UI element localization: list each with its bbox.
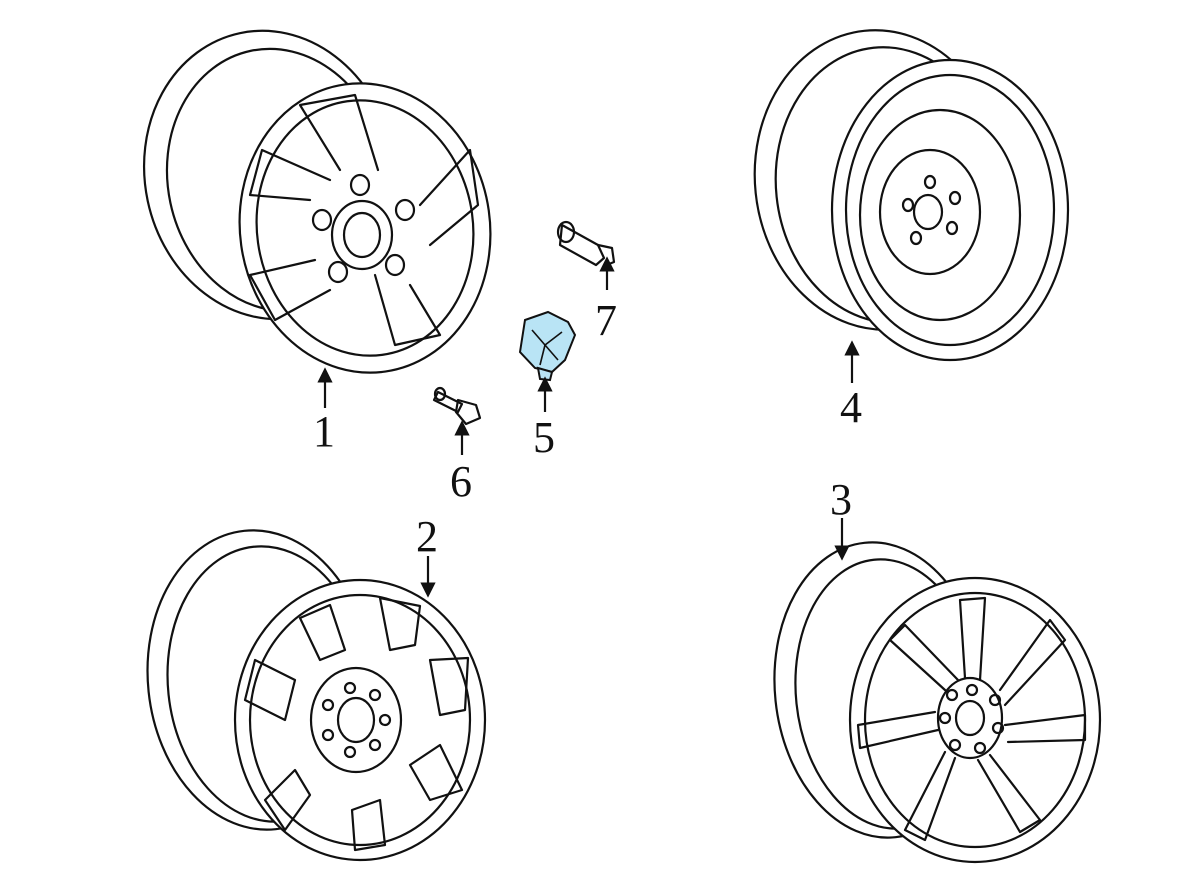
wheel-3[interactable]: 3 (760, 475, 1102, 864)
callout-7: 7 (595, 296, 617, 345)
callout-6: 6 (450, 457, 472, 506)
wheel-4[interactable]: 4 (740, 18, 1070, 432)
valve-stem-7[interactable]: 7 (556, 220, 617, 345)
wheel-2[interactable]: 2 (133, 512, 487, 862)
callout-2: 2 (416, 512, 438, 561)
lug-bolt-6[interactable]: 6 (432, 386, 482, 506)
callout-3: 3 (830, 475, 852, 524)
callout-1: 1 (313, 407, 335, 456)
callout-4: 4 (840, 383, 862, 432)
center-cap-5[interactable]: 5 (518, 310, 577, 462)
wheel-1[interactable]: 1 (118, 7, 509, 456)
callout-5: 5 (533, 413, 555, 462)
